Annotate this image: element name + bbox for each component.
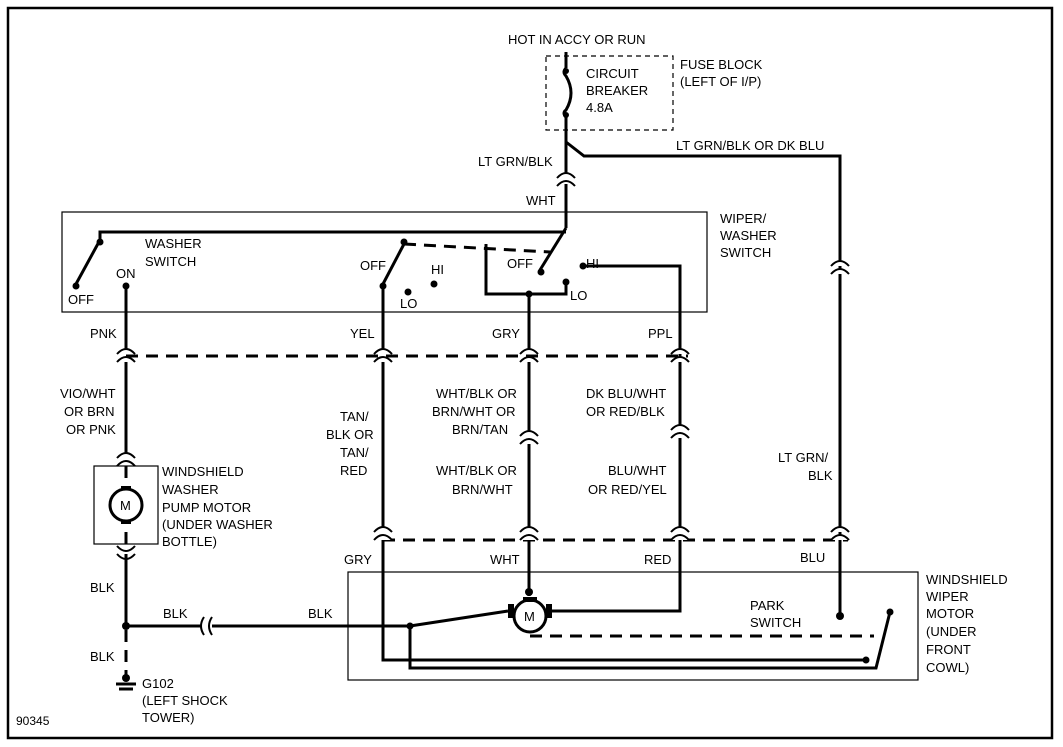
harness-connectors-bottom xyxy=(373,526,850,541)
harness-connectors-top xyxy=(116,348,690,363)
lt-grn-blk-top-label: LT GRN/BLK xyxy=(478,154,553,169)
ppl-label: PPL xyxy=(648,326,673,341)
wiper-motor-label-4: (UNDER xyxy=(926,624,977,639)
wiper-motor-label-2: WIPER xyxy=(926,589,969,604)
park-switch-label-2: SWITCH xyxy=(750,615,801,630)
washer-switch-label-2: SWITCH xyxy=(145,254,196,269)
vio-wht-label-2: OR BRN xyxy=(64,404,115,419)
washer-switch-blade xyxy=(74,239,102,285)
circuit-breaker-label-2: BREAKER xyxy=(586,83,648,98)
washer-pump-label-1: WINDSHIELD xyxy=(162,464,244,479)
wiper-left-hi-label: HI xyxy=(431,262,444,277)
gry-top-label: GRY xyxy=(492,326,520,341)
vio-wht-label-3: OR PNK xyxy=(66,422,116,437)
red-label: RED xyxy=(644,552,671,567)
circuit-breaker-rating: 4.8A xyxy=(586,100,613,115)
wiper-motor-symbol xyxy=(508,597,552,634)
ground-symbol-icon xyxy=(116,674,136,691)
ground-label-3: TOWER) xyxy=(142,710,194,725)
washer-pump-motor-m: M xyxy=(120,498,131,513)
diagram-id: 90345 xyxy=(16,714,50,728)
fuse-block-label-1: FUSE BLOCK xyxy=(680,57,763,72)
gry-bottom-label: GRY xyxy=(344,552,372,567)
wiper-washer-switch-label-2: WASHER xyxy=(720,228,777,243)
washer-off-label: OFF xyxy=(68,292,94,307)
blk-label-3: BLK xyxy=(308,606,333,621)
connector-pump-top xyxy=(116,452,136,467)
connector-blk xyxy=(200,616,213,636)
lt-grn-blk-or-dk-blu-label: LT GRN/BLK OR DK BLU xyxy=(676,138,824,153)
wiper-washer-switch-label-3: SWITCH xyxy=(720,245,771,260)
wht-blk-1-label-3: BRN/TAN xyxy=(452,422,508,437)
wht-blk-2-label-2: BRN/WHT xyxy=(452,482,513,497)
washer-switch-label-1: WASHER xyxy=(145,236,202,251)
wiper-right-off-label: OFF xyxy=(507,256,533,271)
blu-wht-label-1: BLU/WHT xyxy=(608,463,667,478)
circuit-breaker-symbol xyxy=(562,66,573,119)
dk-blu-label-2: OR RED/BLK xyxy=(586,404,665,419)
outer-frame xyxy=(6,6,1054,740)
blu-label: BLU xyxy=(800,550,825,565)
blk-label-2: BLK xyxy=(163,606,188,621)
wht-blk-2-label-1: WHT/BLK OR xyxy=(436,463,517,478)
blk-label-4: BLK xyxy=(90,649,115,664)
tan-label-2: BLK OR xyxy=(326,427,374,442)
wht-blk-1-label-2: BRN/WHT OR xyxy=(432,404,516,419)
wiper-motor-label-3: MOTOR xyxy=(926,606,974,621)
washer-pump-label-4: (UNDER WASHER xyxy=(162,517,273,532)
blu-wht-label-2: OR RED/YEL xyxy=(588,482,667,497)
washer-on-label: ON xyxy=(116,266,136,281)
wht-bottom-label: WHT xyxy=(490,552,520,567)
blk-internal-wire xyxy=(408,611,892,670)
tan-label-4: RED xyxy=(340,463,367,478)
yel-label: YEL xyxy=(350,326,375,341)
ground-label-1: G102 xyxy=(142,676,174,691)
gry-motor-wire xyxy=(381,540,866,662)
connector-c2 xyxy=(830,260,850,275)
blk-label-1: BLK xyxy=(90,580,115,595)
wiper-right-hi-label: HI xyxy=(586,256,599,271)
fuse-block-box xyxy=(545,55,674,131)
pnk-label: PNK xyxy=(90,326,117,341)
vio-wht-label-1: VIO/WHT xyxy=(60,386,116,401)
wiper-motor-label-1: WINDSHIELD xyxy=(926,572,1008,587)
wiper-motor-label-6: COWL) xyxy=(926,660,969,675)
wiper-motor-label-5: FRONT xyxy=(926,642,971,657)
wht-blk-1-label-1: WHT/BLK OR xyxy=(436,386,517,401)
hi-wire xyxy=(583,264,682,358)
lt-grn-blk-label-1: LT GRN/ xyxy=(778,450,828,465)
lt-grn-blk-or-dk-blu-wire xyxy=(565,140,842,616)
wiper-motor-box xyxy=(347,571,919,681)
washer-pump-label-2: WASHER xyxy=(162,482,219,497)
wiper-switch-left-blade xyxy=(381,243,406,285)
switch-mechanical-link xyxy=(403,242,551,254)
wht-top-label: WHT xyxy=(526,193,556,208)
connector-c1 xyxy=(556,172,576,187)
tan-label-3: TAN/ xyxy=(340,445,369,460)
power-label: HOT IN ACCY OR RUN xyxy=(508,32,645,47)
washer-pump-label-5: BOTTLE) xyxy=(162,534,217,549)
tan-label-1: TAN/ xyxy=(340,409,369,424)
wiper-left-lo-label: LO xyxy=(400,296,417,311)
circuit-breaker-label-1: CIRCUIT xyxy=(586,66,639,81)
lt-grn-blk-label-2: BLK xyxy=(808,468,833,483)
ground-label-2: (LEFT SHOCK xyxy=(142,693,228,708)
dk-blu-label-1: DK BLU/WHT xyxy=(586,386,666,401)
wiper-motor-m: M xyxy=(524,609,535,624)
wiper-right-lo-label: LO xyxy=(570,288,587,303)
washer-switch-feed xyxy=(98,230,566,240)
wiper-switch-right-blade xyxy=(538,227,568,271)
blk-motor-left-wire xyxy=(409,609,509,628)
connector-c4 xyxy=(670,424,690,439)
wiper-left-off-label: OFF xyxy=(360,258,386,273)
park-switch-label-1: PARK xyxy=(750,598,785,613)
washer-pump-label-3: PUMP MOTOR xyxy=(162,500,251,515)
fuse-block-label-2: (LEFT OF I/P) xyxy=(680,74,761,89)
red-motor-wire xyxy=(552,540,682,613)
wiper-washer-switch-label-1: WIPER/ xyxy=(720,211,767,226)
connector-c3 xyxy=(519,430,539,445)
